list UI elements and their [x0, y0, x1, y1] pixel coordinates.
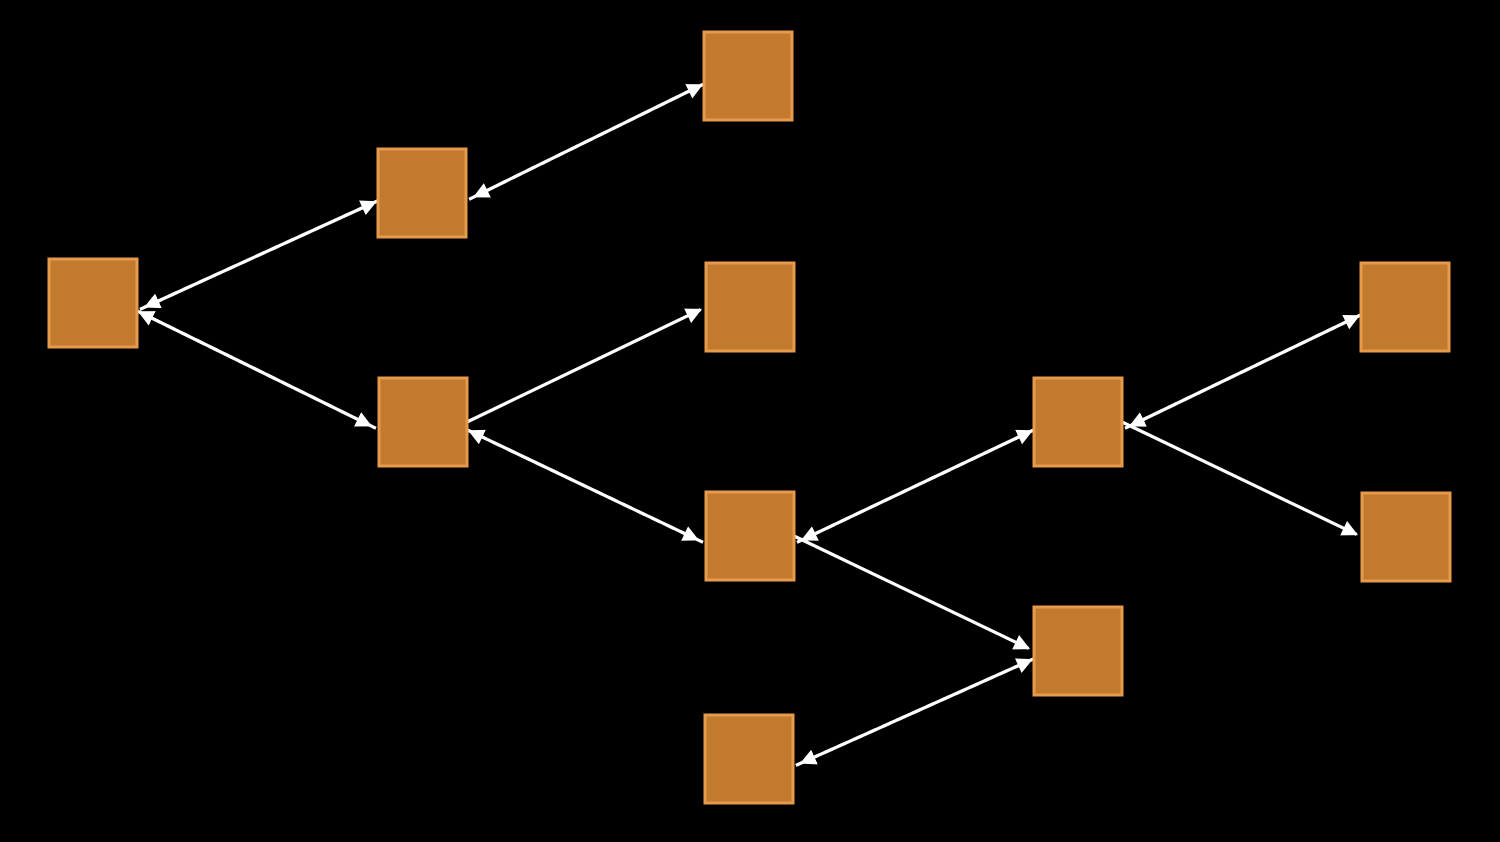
tree-node-n8: [1032, 376, 1124, 468]
tree-node-n6: [704, 490, 796, 582]
tree-node-n12: [1360, 491, 1452, 583]
edge-n8-to-n6-return: [800, 426, 1038, 542]
edge-n6-to-n3-return: [467, 429, 704, 544]
edge-n11-to-n8-return: [1128, 311, 1365, 428]
tree-node-n9: [1032, 605, 1124, 697]
edge-n3-to-n5: [466, 308, 703, 424]
tree-node-n1: [47, 257, 139, 349]
tree-node-n3: [377, 376, 469, 468]
edge-n9-to-n7-return: [799, 655, 1038, 765]
tree-node-n5: [704, 261, 796, 353]
tree-node-n2: [376, 147, 468, 239]
tree-node-n7: [703, 713, 795, 805]
edge-n4-to-n2-return: [473, 80, 708, 199]
edge-n2-to-n1-return: [143, 197, 382, 309]
edges-layer: [133, 80, 1365, 767]
edge-n6-to-n9: [793, 534, 1031, 650]
edge-n3-to-n1-return: [137, 310, 377, 430]
edge-n8-to-n12: [1121, 420, 1359, 536]
tree-node-n4: [702, 30, 794, 122]
tree-node-n11: [1359, 261, 1451, 353]
nodes-layer: [47, 30, 1452, 805]
